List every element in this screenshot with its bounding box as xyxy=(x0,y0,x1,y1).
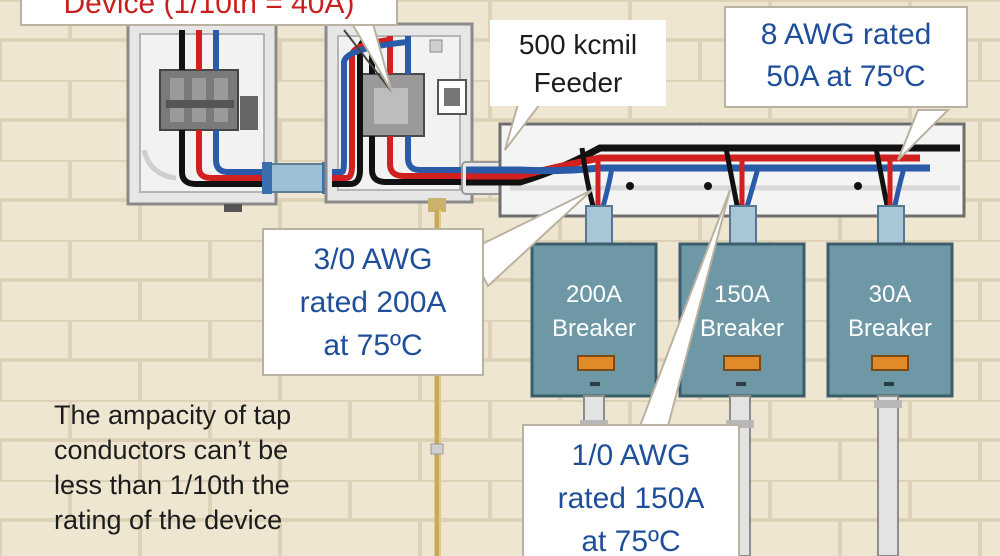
feeder-callout-line1: 500 kcmil xyxy=(518,29,638,60)
tap-rule-note-line4: rating of the device xyxy=(54,505,283,535)
breaker-200a-label: 200A Breaker xyxy=(532,278,656,346)
connecting-conduit xyxy=(265,163,329,193)
tap-rule-note: The ampacity of tap conductors can’t be … xyxy=(54,398,291,538)
tap-1-0-line1: 1/0 AWG xyxy=(571,439,691,472)
breaker-200a-word: Breaker xyxy=(551,315,637,342)
ground-clamp xyxy=(428,198,446,212)
tap-8awg-line2: 50A at 75ºC xyxy=(766,60,926,93)
feeder-callout: 500 kcmil Feeder xyxy=(490,20,666,106)
tap-8awg-callout: 8 AWG rated 50A at 75ºC xyxy=(724,6,968,108)
breaker-enclosure-30a xyxy=(826,242,954,398)
tap-8awg-line1: 8 AWG rated xyxy=(760,18,932,51)
device-callout-text: Device (1/10th = 40A) xyxy=(63,0,355,20)
device-callout: Device (1/10th = 40A) xyxy=(20,0,398,26)
tap-rule-note-line3: less than 1/10th the xyxy=(54,470,290,500)
tap-rule-note-line1: The ampacity of tap xyxy=(54,400,292,430)
tap-3-0-line2: rated 200A xyxy=(299,286,447,319)
tap-1-0-callout: 1/0 AWG rated 150A at 75ºC xyxy=(522,424,740,556)
feeder-conductor-blue xyxy=(466,164,930,175)
tap-3-0-callout: 3/0 AWG rated 200A at 75ºC xyxy=(262,228,484,376)
tap-3-0-line3: at 75ºC xyxy=(323,329,423,362)
breaker-30a-rating: 30A xyxy=(868,281,912,308)
device-leader xyxy=(343,29,393,93)
breaker-30a-word: Breaker xyxy=(847,315,933,342)
breaker-200a-rating: 200A xyxy=(565,281,623,308)
feeder-callout-line2: Feeder xyxy=(533,67,623,98)
breaker-150a-label: 150A Breaker xyxy=(680,278,804,346)
tap-3-0-line1: 3/0 AWG xyxy=(313,243,433,276)
tap-rule-note-line2: conductors can’t be xyxy=(54,435,289,465)
breaker-30a-label: 30A Breaker xyxy=(828,278,952,346)
tap-1-0-line3: at 75ºC xyxy=(581,525,681,556)
breaker-150a-rating: 150A xyxy=(713,281,771,308)
tap-1-0-line2: rated 150A xyxy=(557,482,705,515)
breaker-150a-word: Breaker xyxy=(699,315,785,342)
breaker-enclosure-200a xyxy=(530,242,658,398)
